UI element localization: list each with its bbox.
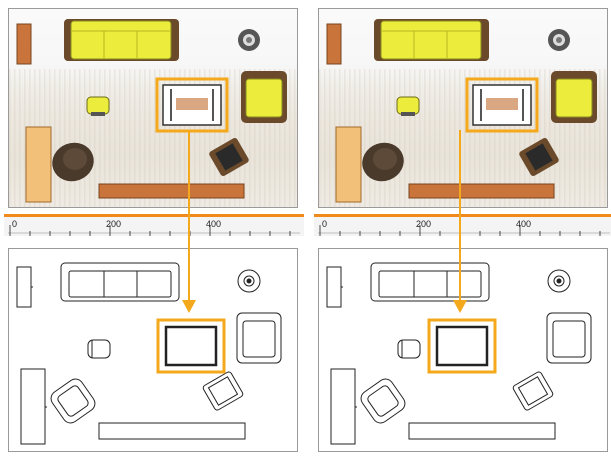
plan-side-table bbox=[326, 266, 342, 308]
plan-view[interactable] bbox=[8, 248, 298, 452]
coffee-table-highlight bbox=[465, 77, 539, 133]
plan-armchair bbox=[546, 312, 592, 364]
side-table bbox=[326, 23, 342, 65]
floor-lamp bbox=[238, 29, 260, 51]
side-table bbox=[16, 23, 32, 65]
plan-view[interactable] bbox=[318, 248, 608, 452]
ruler-label-400: 400 bbox=[516, 219, 532, 229]
coffee-table-highlight bbox=[155, 77, 229, 133]
lounge-chair-brown[interactable] bbox=[357, 137, 409, 187]
coffee-table[interactable] bbox=[162, 84, 222, 126]
lounge-chair-brown[interactable] bbox=[47, 137, 99, 187]
plan-coffee-table bbox=[435, 325, 489, 367]
plan-desk bbox=[330, 368, 356, 445]
sofa[interactable] bbox=[374, 19, 489, 61]
plan-lounge-chair bbox=[50, 378, 96, 424]
ruler[interactable]: 0 200 400 bbox=[314, 214, 611, 236]
plan-tv-console bbox=[408, 422, 556, 440]
plan-sofa bbox=[370, 262, 490, 302]
sofa[interactable] bbox=[64, 19, 179, 61]
small-chair-yellow[interactable] bbox=[86, 96, 110, 116]
plan-sofa bbox=[60, 262, 180, 302]
desk bbox=[335, 126, 362, 203]
plan-floor-lamp bbox=[547, 269, 571, 293]
plan-scene bbox=[16, 262, 282, 445]
render-view[interactable] bbox=[318, 8, 608, 208]
plan-armchair bbox=[236, 312, 282, 364]
ruler-label-400: 400 bbox=[206, 219, 222, 229]
armchair-yellow[interactable] bbox=[241, 71, 287, 123]
tv-console bbox=[98, 183, 245, 199]
ruler-label-0: 0 bbox=[322, 219, 328, 229]
floor-lamp bbox=[548, 29, 570, 51]
ruler-label-200: 200 bbox=[106, 219, 122, 229]
recliner[interactable] bbox=[208, 137, 250, 177]
armchair-yellow[interactable] bbox=[551, 71, 597, 123]
panel-right: 0 200 400 bbox=[314, 0, 611, 458]
ruler-ticks bbox=[8, 225, 300, 236]
recliner[interactable] bbox=[518, 137, 560, 177]
render-view[interactable] bbox=[8, 8, 298, 208]
ruler-label-0: 0 bbox=[12, 219, 18, 229]
plan-coffee-table-highlight bbox=[156, 318, 226, 374]
ruler-ticks bbox=[318, 225, 610, 236]
desk bbox=[25, 126, 52, 203]
plan-small-chair bbox=[87, 339, 111, 359]
coffee-table[interactable] bbox=[472, 84, 532, 126]
plan-scene bbox=[326, 262, 592, 445]
ruler-label-200: 200 bbox=[416, 219, 432, 229]
plan-recliner bbox=[512, 371, 554, 411]
plan-side-table bbox=[16, 266, 32, 308]
ruler[interactable]: 0 200 400 bbox=[4, 214, 304, 236]
render-scene bbox=[16, 19, 287, 203]
small-chair-yellow[interactable] bbox=[396, 96, 420, 116]
tv-console bbox=[408, 183, 555, 199]
plan-floor-lamp bbox=[237, 269, 261, 293]
plan-desk bbox=[20, 368, 46, 445]
plan-tv-console bbox=[98, 422, 246, 440]
panel-left: 0 200 400 bbox=[4, 0, 304, 458]
plan-coffee-table bbox=[164, 325, 218, 367]
render-scene bbox=[326, 19, 597, 203]
plan-lounge-chair bbox=[360, 378, 406, 424]
plan-recliner bbox=[202, 371, 244, 411]
plan-coffee-table-highlight bbox=[427, 318, 497, 374]
plan-small-chair bbox=[397, 339, 421, 359]
